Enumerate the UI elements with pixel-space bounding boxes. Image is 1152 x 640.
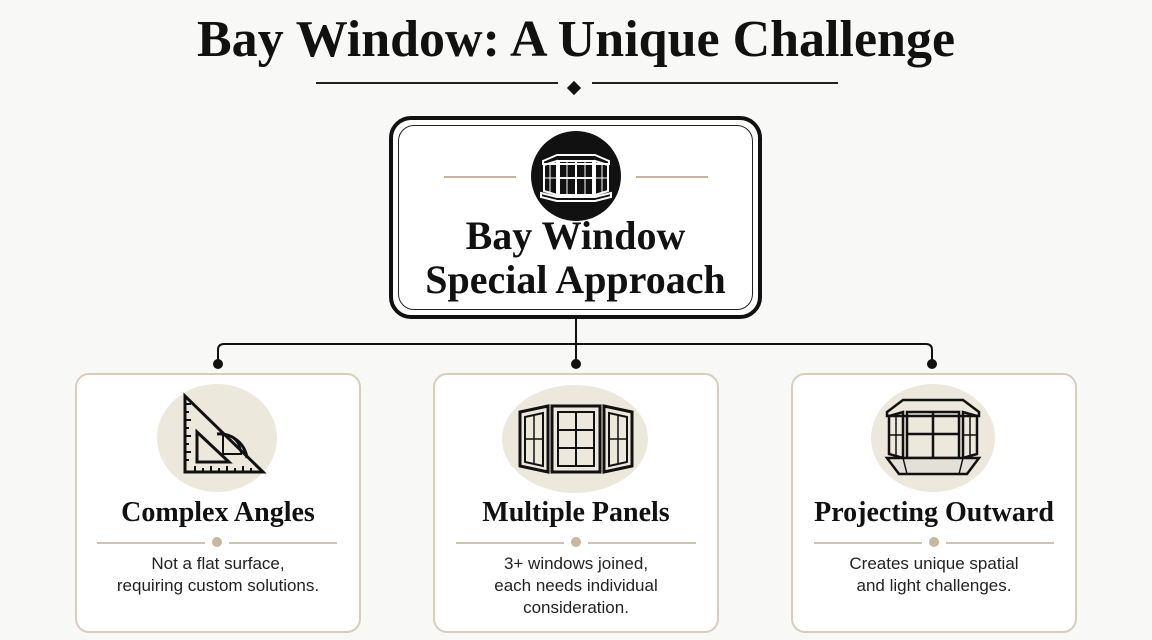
card-desc-line: and light challenges. [856,576,1012,595]
card-icon-bg [157,384,277,492]
card-description: Creates unique spatial and light challen… [791,553,1077,597]
connector-dot-middle [571,359,581,369]
title-rule-left [316,82,558,84]
card-dot [929,537,939,547]
center-title: Bay Window Special Approach [389,214,762,302]
card-desc-line: Not a flat surface, [151,554,285,573]
card-title: Projecting Outward [814,497,1054,528]
center-title-line1: Bay Window [465,213,686,258]
card-description: Not a flat surface, requiring custom sol… [75,553,361,597]
projecting-bay-window-icon [883,396,983,483]
card-rule-right [229,542,337,544]
card-title: Multiple Panels [482,497,670,528]
card-rule-left [456,542,564,544]
card-desc-line: Creates unique spatial [849,554,1019,573]
bay-window-icon [531,131,621,221]
card-rule-right [946,542,1054,544]
card-description: 3+ windows joined, each needs individual… [433,553,719,619]
connector-dot-left [213,359,223,369]
multi-panel-window-icon [516,402,636,479]
card-desc-line: requiring custom solutions. [116,576,320,595]
center-title-line2: Special Approach [425,257,726,302]
card-rule-left [97,542,205,544]
card-title: Complex Angles [121,497,315,528]
center-rule-left [444,176,516,178]
set-square-protractor-icon [177,392,269,481]
card-rule-left [814,542,922,544]
card-rule-right [588,542,696,544]
card-desc-line: consideration. [523,598,629,617]
center-node-inner-border [398,125,753,310]
card-desc-line: 3+ windows joined, [503,554,649,573]
card-desc-line: each needs individual [494,576,658,595]
title-rule-right [592,82,838,84]
title-diamond [566,80,582,96]
page-title: Bay Window: A Unique Challenge [196,11,956,68]
center-rule-right [636,176,708,178]
connector-dot-right [927,359,937,369]
card-dot [571,537,581,547]
card-dot [212,537,222,547]
